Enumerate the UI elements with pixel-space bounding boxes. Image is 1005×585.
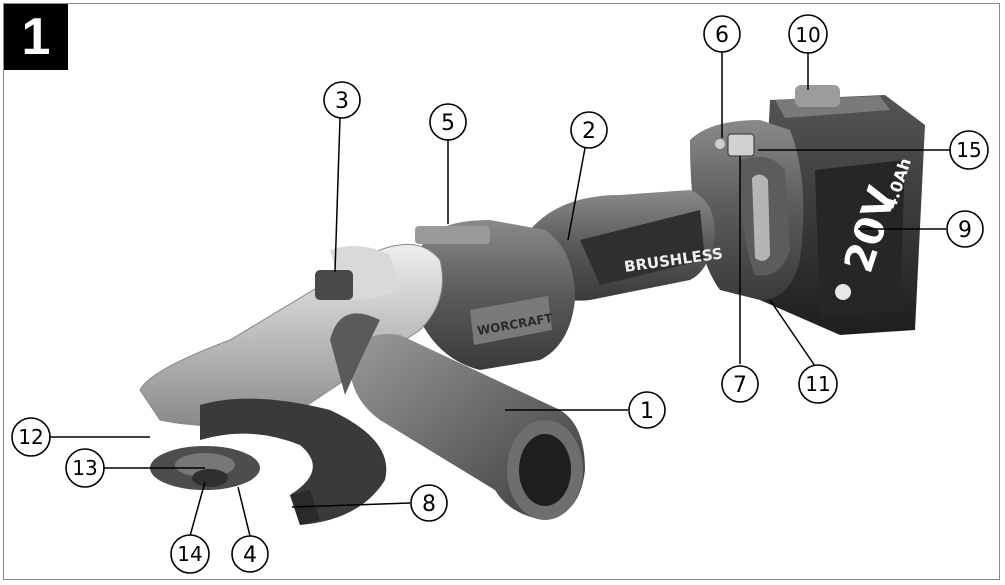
figure-frame — [3, 3, 1000, 580]
main-handle: BRUSHLESS — [530, 190, 724, 301]
battery-pack: 20V 4.0Ah — [760, 85, 925, 335]
callout-9: 9 — [946, 210, 984, 248]
callout-number: 11 — [805, 372, 830, 396]
battery-indicator-icon — [727, 133, 755, 157]
callouts: 1 2 3 4 5 6 7 8 9 10 11 12 — [11, 14, 989, 574]
callout-number: 14 — [177, 542, 202, 566]
callout-5: 5 — [429, 103, 467, 141]
led-icon — [715, 139, 725, 149]
callout-number: 7 — [733, 373, 747, 398]
callout-lines — [50, 52, 950, 537]
leader-line-11 — [769, 299, 816, 367]
callout-2: 2 — [570, 111, 608, 149]
callout-3: 3 — [323, 81, 361, 119]
callout-number: 10 — [795, 23, 820, 47]
auxiliary-handle — [330, 313, 585, 520]
callout-number: 3 — [335, 89, 349, 114]
callout-1: 1 — [628, 391, 666, 429]
callout-11: 11 — [798, 364, 838, 404]
callout-number: 15 — [956, 138, 981, 162]
spindle-lock-button — [315, 270, 353, 300]
callout-number: 9 — [958, 218, 972, 243]
on-off-switch — [415, 226, 490, 244]
leader-line-2 — [567, 147, 586, 241]
battery-logo-icon — [835, 284, 851, 300]
callout-number: 8 — [422, 492, 436, 517]
callout-4: 4 — [231, 535, 269, 573]
callout-10: 10 — [788, 14, 828, 54]
callout-number: 13 — [72, 456, 97, 480]
figure-number-badge: 1 — [4, 4, 68, 70]
callout-number: 1 — [640, 399, 654, 424]
callout-number: 5 — [441, 111, 455, 136]
leader-line-8 — [291, 502, 411, 508]
motor-housing: WORCRAFT — [415, 220, 575, 370]
callout-13: 13 — [65, 448, 105, 488]
rear-housing — [690, 120, 804, 300]
wheel-guard — [200, 398, 387, 525]
callout-8: 8 — [410, 484, 448, 522]
leader-line-14 — [189, 481, 206, 537]
callout-14: 14 — [170, 534, 210, 574]
leader-line-4 — [237, 486, 251, 537]
callout-number: 2 — [582, 119, 596, 144]
callout-number: 12 — [18, 425, 43, 449]
leader-line-3 — [334, 117, 341, 273]
callout-number: 4 — [243, 543, 257, 568]
callout-6: 6 — [703, 15, 741, 53]
callout-7: 7 — [721, 365, 759, 403]
callout-number: 6 — [715, 23, 729, 48]
callout-12: 12 — [11, 417, 51, 457]
callout-15: 15 — [949, 130, 989, 170]
